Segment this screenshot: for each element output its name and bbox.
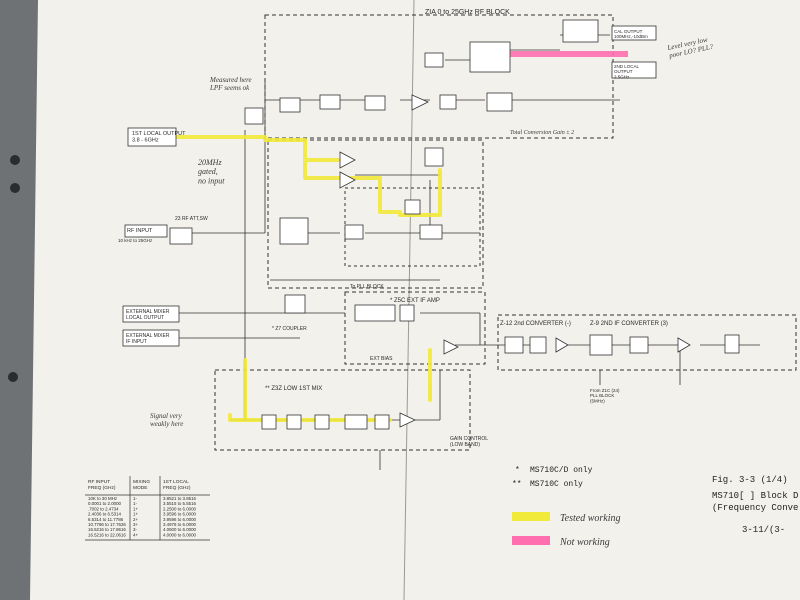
table-cell: 10.7786 to 17.7626 [88,522,126,527]
components [122,19,740,430]
table-cell: 10K to 30 MHz [88,496,117,501]
pll-block-label: To PLL BLOCK [350,284,384,290]
if-conv-frame [497,314,797,371]
table-cell: 3.9596 to 6.0000 [163,517,197,522]
table-cell: 1+ [133,506,138,511]
table-cell: 4+ [133,532,138,537]
legend-pink-swatch [512,536,550,545]
low-1st-mix-label: ** Z3Z LOW 1ST MIX [265,386,322,392]
not-working-highlight [508,51,628,57]
page-number: 3-11/(3- [742,525,785,535]
osc-icon-box [424,52,444,68]
from-pll-label: From Z1C (24)PLL BLOCK(5MHz) [590,388,620,403]
table-cell: 0.0001 to 2.0000 [88,501,122,506]
rf-block-title: ZIA 0 to 25GHz RF BLOCK [425,9,510,16]
footnote-single: MS710C/D only [530,466,593,475]
table-cell: 2.4036 to 6.5314 [88,512,122,517]
table-cell: 3.4978 to 6.0000 [163,522,197,527]
table-cell: 1- [133,501,137,506]
rf-input-label: RF INPUT [127,228,153,234]
rf-input-box [124,224,168,238]
ext-mixer-lo-box [122,305,180,323]
figure-subtitle: MS710[ ] Block D [712,491,798,501]
table-cell: 16.5216 to 17.8616 [88,527,126,532]
footnote-double: MS710C only [530,480,583,489]
binder-hole [8,372,18,382]
table-cell: 3.5515 to 5.5516 [163,501,197,506]
table-cell: 1- [133,496,137,501]
table-cell: 3.8521 to 3.8516 [163,496,197,501]
legend-not-working: Not working [559,537,610,548]
coupler-label: * Z7 COUPLER [272,326,307,332]
second-lo-output-box [611,61,657,79]
table-cell: 3.9596 to 6.0000 [163,512,197,517]
first-lo-output-box [127,127,177,147]
rf-input-sub: 10 kHz to 25GHz [118,238,153,243]
table-cell: 3- [133,527,137,532]
table-cell: 3+ [133,522,138,527]
second-local-pll [469,41,511,73]
ext-if-amp-label: * Z5C EXT IF AMP [390,298,440,304]
second-if-label: Z-12 2nd CONVERTER (-) [500,321,571,327]
ext-if-frame [344,291,486,365]
low-mix-frame [214,369,471,451]
yig-sweep-label: 23 RF ATT,SW [175,216,208,222]
figure-title: Fig. 3-3 (1/4) [712,475,788,485]
table-cell: 16.5216 to 22.0616 [88,532,126,537]
figure-subtitle2: (Frequency Conve [712,503,798,513]
legend-tested-working: Tested working [560,513,620,524]
cal-output-box [611,25,657,41]
gain-control-label: GAIN CONTROL(LOW BAND) [450,436,488,448]
footnote-double-mark: ** [512,480,522,489]
table-cell: 2+ [133,517,138,522]
conv-block-frame [267,139,484,289]
ref-osc [562,19,599,43]
binder-hole [10,183,20,193]
ext-bias-label: EXT BIAS [370,356,393,362]
total-conv-gain: Total Conversion Gain ± 2 [510,130,574,136]
tested-working-path [168,135,442,422]
table-cell: 4.0000 to 6.0000 [163,532,197,537]
binder-hole [10,155,20,165]
table-cell: 4.0500 to 6.0000 [163,527,197,532]
ext-mixer-if-box [122,329,180,347]
table-cell: 6.5314 to 11.7786 [88,517,124,522]
table-cell: 2.2500 to 6.0000 [163,506,197,511]
table-cell: 1+ [133,512,138,517]
legend-yellow-swatch [512,512,550,521]
footnote-single-mark: * [515,466,520,475]
third-if-label: Z-9 2ND IF CONVERTER (3) [590,321,668,327]
table-cell: .7002 to 2.4734 [88,506,119,511]
